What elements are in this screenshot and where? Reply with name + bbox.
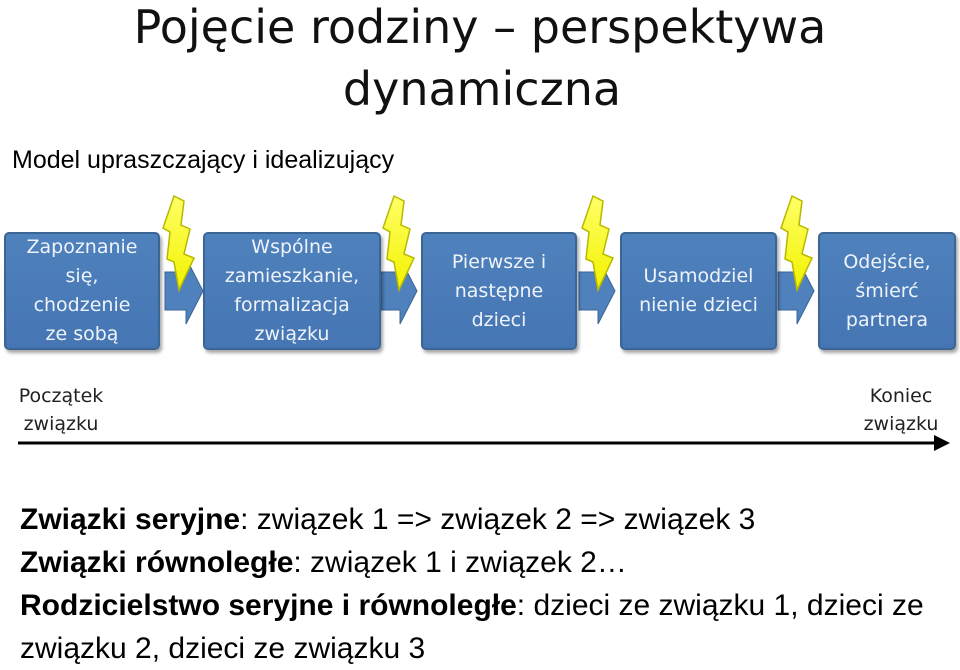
stage-box-3: Pierwsze i następne dzieci xyxy=(421,232,577,350)
note-parenthood-term: Rodzicielstwo seryjne i równoległe xyxy=(20,589,517,622)
stage-label-5: Odejście, śmierć partnera xyxy=(843,250,931,331)
lightning-icon-4 xyxy=(780,194,814,293)
title-line-1: Pojęcie rodziny – perspektywa xyxy=(133,0,827,54)
lightning-icon-1 xyxy=(162,194,196,293)
notes-block: Związki seryjne: związek 1 => związek 2 … xyxy=(20,498,950,670)
stage-label-1: Zapoznanie się, chodzenie ze sobą xyxy=(26,236,138,345)
timeline-arrowhead xyxy=(934,435,950,451)
note-parallel-term: Związki równoległe xyxy=(20,546,294,579)
timeline-start-label: Początek związku xyxy=(18,385,104,435)
note-parallel: Związki równoległe: związek 1 i związek … xyxy=(20,541,950,584)
stage-box-5: Odejście, śmierć partnera xyxy=(818,232,956,350)
stage-label-2: Wspólne zamieszkanie, formalizacja związ… xyxy=(224,236,360,345)
note-serial: Związki seryjne: związek 1 => związek 2 … xyxy=(20,498,950,541)
stage-label-4: Usamodziel nienie dzieci xyxy=(639,265,758,316)
note-parenthood-text: : dzieci ze związku 1, dzieci ze związku… xyxy=(20,589,924,665)
subtitle: Model upraszczający i idealizujący xyxy=(12,146,395,174)
note-parenthood: Rodzicielstwo seryjne i równoległe: dzie… xyxy=(20,584,950,670)
page-title: Pojęcie rodziny – perspektywa dynamiczna xyxy=(0,0,960,120)
stage-box-1: Zapoznanie się, chodzenie ze sobą xyxy=(4,232,160,350)
title-line-2: dynamiczna xyxy=(342,62,622,116)
timeline-end-label: Koniec związku xyxy=(863,385,939,435)
stage-label-3: Pierwsze i następne dzieci xyxy=(451,250,547,331)
lightning-icon-2 xyxy=(382,194,416,293)
lightning-icon-3 xyxy=(581,194,615,293)
stage-box-2: Wspólne zamieszkanie, formalizacja związ… xyxy=(203,232,381,350)
note-parallel-text: : związek 1 i związek 2… xyxy=(293,546,627,579)
note-serial-term: Związki seryjne xyxy=(20,503,241,536)
note-serial-text: : związek 1 => związek 2 => związek 3 xyxy=(240,503,756,536)
stage-box-4: Usamodziel nienie dzieci xyxy=(620,232,777,350)
